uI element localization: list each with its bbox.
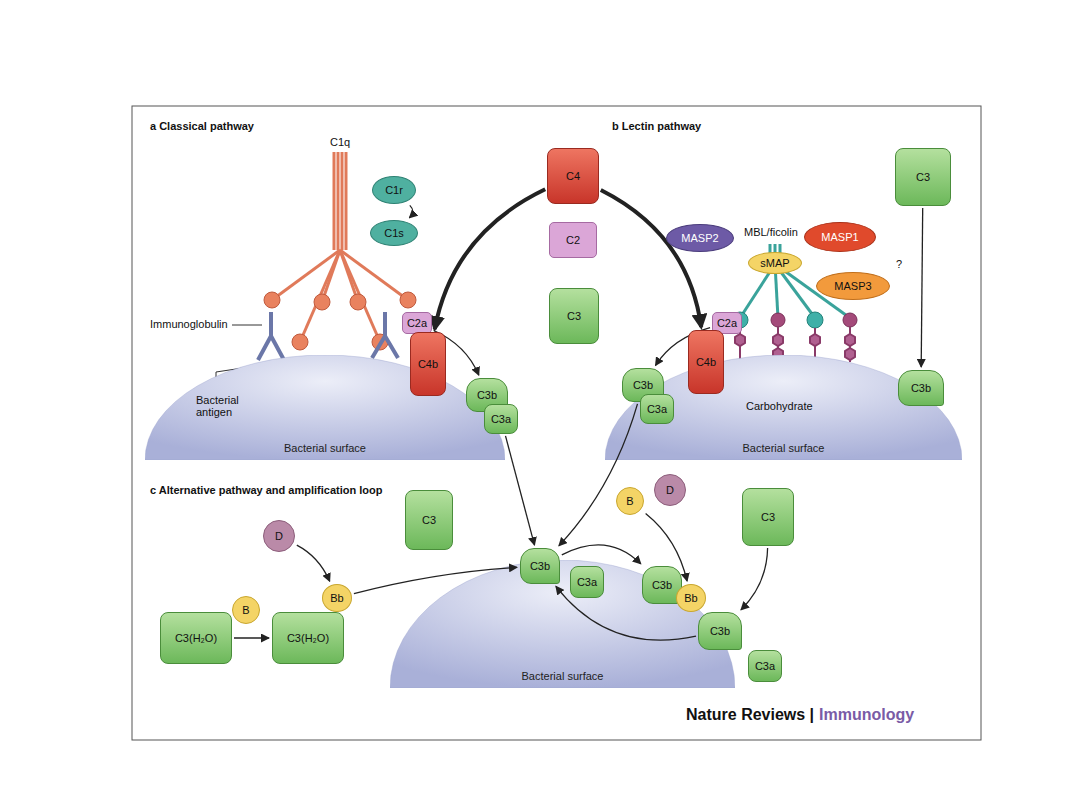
node-text: D <box>275 530 283 542</box>
reaction-arrow <box>559 404 638 546</box>
fragment-box: C3b <box>698 612 742 650</box>
node-text: D <box>666 484 674 496</box>
part-label: Carbohydrate <box>746 400 813 412</box>
node-text: C3a <box>755 660 775 672</box>
node-text: Bb <box>684 592 697 604</box>
node-text: C3a <box>647 403 667 415</box>
node-text: MASP3 <box>834 280 871 292</box>
fragment-box: C4b <box>688 330 724 394</box>
factor-circle: B <box>232 596 260 624</box>
surface-shape <box>390 560 735 688</box>
complement-box: C3 <box>742 488 794 546</box>
node-text: C3 <box>567 310 581 322</box>
node-text: B <box>626 495 633 507</box>
fragment-box: C3b <box>520 548 560 584</box>
journal-credit-text: Nature Reviews | <box>686 706 814 724</box>
node-text: C1s <box>384 227 404 239</box>
reaction-arrow <box>435 189 546 329</box>
fragment-box: C3a <box>484 404 518 434</box>
reaction-arrow <box>409 205 412 218</box>
node-text: C2a <box>717 317 737 329</box>
fragment-box: C4b <box>410 332 446 396</box>
journal-credit: Nature Reviews | Immunology <box>686 706 914 724</box>
complement-box: C3 <box>405 490 453 550</box>
part-label: C1q <box>330 136 350 148</box>
protease-ellipse: C1r <box>372 176 416 204</box>
node-text: C3b <box>652 579 672 591</box>
node-text: C3(H₂O) <box>287 632 329 644</box>
node-text: Bacterial surface <box>284 442 366 454</box>
node-text: C3a <box>577 576 597 588</box>
node-text: Bacterial surface <box>743 442 825 454</box>
part-label: Bacterial antigen <box>196 394 256 418</box>
part-label: MBL/ficolin <box>744 226 798 238</box>
complement-box: C4 <box>547 148 599 204</box>
node-text: C3b <box>477 389 497 401</box>
protease-ellipse: C1s <box>370 220 418 246</box>
reaction-arrow <box>297 545 330 581</box>
fragment-box: C3a <box>748 650 782 682</box>
node-text: C3b <box>911 382 931 394</box>
adaptor-ellipse: sMAP <box>748 252 802 274</box>
frame <box>132 106 981 740</box>
complement-box: C3(H₂O) <box>160 612 232 664</box>
part-label: Immunoglobulin <box>150 318 228 330</box>
protease-ellipse: MASP2 <box>666 224 734 252</box>
node-text: C2 <box>566 234 580 246</box>
panel-heading: a Classical pathway <box>150 120 254 132</box>
complement-box: C3(H₂O) <box>272 612 344 664</box>
fragment-box: C3a <box>570 566 604 598</box>
node-text: C4 <box>566 170 580 182</box>
reaction-arrow <box>601 190 701 327</box>
node-text: C3 <box>422 514 436 526</box>
node-text: C3(H₂O) <box>175 632 217 644</box>
node-text: MASP2 <box>681 232 718 244</box>
journal-credit-text: Immunology <box>819 706 914 724</box>
node-text: C3b <box>710 625 730 637</box>
factor-circle: D <box>263 520 295 552</box>
immunoglobulin <box>258 312 398 360</box>
bacterial-surface: Bacterial surface <box>390 560 735 688</box>
reaction-arrow <box>234 637 269 638</box>
factor-circle: Bb <box>322 584 352 612</box>
node-text: C3b <box>530 560 550 572</box>
reaction-arrow <box>741 548 768 610</box>
c1q-heads <box>264 292 416 350</box>
reaction-arrow <box>506 436 535 545</box>
panel-heading: c Alternative pathway and amplification … <box>150 484 382 496</box>
fragment-box: C3b <box>898 370 944 406</box>
complement-box: C3 <box>549 288 599 344</box>
reaction-arrow <box>921 208 923 367</box>
node-text: B <box>242 604 249 616</box>
node-text: C4b <box>696 356 716 368</box>
complement-box: C2 <box>549 222 597 258</box>
complement-box: C3 <box>895 148 951 206</box>
protease-ellipse: MASP1 <box>804 222 876 252</box>
node-text: C2a <box>407 317 427 329</box>
panel-heading: b Lectin pathway <box>612 120 701 132</box>
reaction-arrow <box>562 545 641 564</box>
part-label: ? <box>896 258 902 270</box>
factor-circle: Bb <box>676 584 706 612</box>
node-text: Bacterial surface <box>522 670 604 682</box>
node-text: C3b <box>633 379 653 391</box>
reaction-arrow <box>354 567 517 593</box>
fragment-box: C2a <box>402 312 432 334</box>
node-text: C3 <box>761 511 775 523</box>
node-text: C1r <box>385 184 403 196</box>
factor-circle: D <box>654 474 686 506</box>
protease-ellipse: MASP3 <box>816 272 890 300</box>
node-text: sMAP <box>760 257 789 269</box>
factor-circle: B <box>616 487 644 515</box>
node-text: MASP1 <box>821 231 858 243</box>
node-text: C4b <box>418 358 438 370</box>
node-text: C3a <box>491 413 511 425</box>
node-text: C3 <box>916 171 930 183</box>
node-text: Bb <box>330 592 343 604</box>
leader-line <box>232 325 262 326</box>
fragment-box: C3a <box>640 394 674 424</box>
